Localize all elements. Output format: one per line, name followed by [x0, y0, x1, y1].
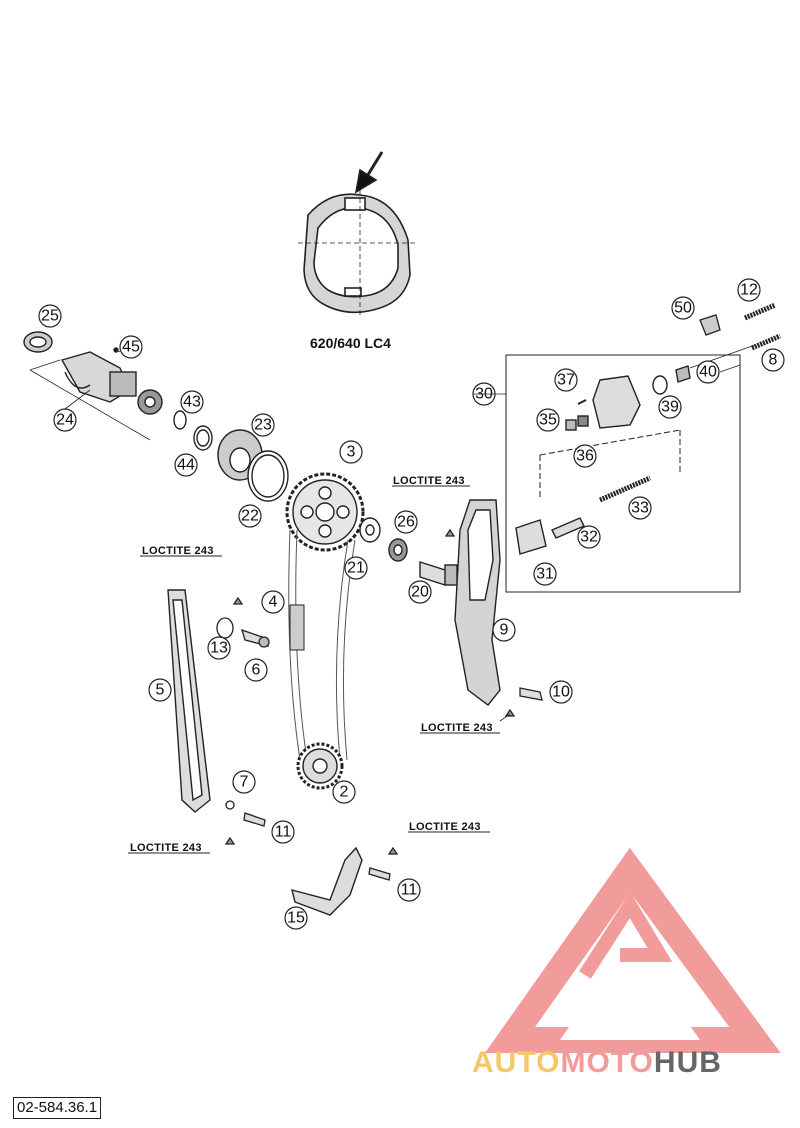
callout-40: 40 [696, 360, 720, 384]
svg-text:7: 7 [240, 774, 249, 791]
watermark-brand: AUTOMOTOHUB [472, 1046, 722, 1080]
svg-text:5: 5 [156, 682, 165, 699]
callout-13: 13 [207, 636, 231, 660]
svg-text:36: 36 [576, 448, 594, 465]
bearing-and-circlip [217, 429, 289, 502]
callout-33: 33 [628, 496, 652, 520]
svg-text:50: 50 [674, 300, 692, 317]
callout-21: 21 [344, 556, 368, 580]
head-detail-drawing [298, 151, 418, 315]
svg-text:24: 24 [56, 412, 74, 429]
timing-chain [288, 529, 356, 761]
camshaft-sprocket [285, 472, 365, 552]
callout-9: 9 [492, 618, 516, 642]
svg-text:15: 15 [287, 910, 305, 927]
tensioner-assembly-box [505, 354, 741, 593]
small-hardware [216, 528, 543, 881]
svg-text:21: 21 [347, 560, 365, 577]
callout-11-upper: 11 [271, 820, 295, 844]
loctite-label-3: LOCTITE 243 [421, 722, 493, 734]
tensioner-rail [454, 499, 501, 706]
svg-text:11: 11 [275, 824, 292, 841]
callout-44: 44 [174, 453, 198, 477]
callout-39: 39 [658, 395, 682, 419]
callout-36: 36 [573, 444, 597, 468]
loctite-labels [128, 485, 500, 854]
callout-5: 5 [148, 678, 172, 702]
callout-12: 12 [737, 278, 761, 302]
callout-7: 7 [232, 770, 256, 794]
callout-50: 50 [671, 296, 695, 320]
diagram-code: 02-584.36.1 [13, 1097, 102, 1119]
callout-45: 45 [119, 335, 143, 359]
svg-text:35: 35 [539, 412, 557, 429]
callout-6: 6 [244, 658, 268, 682]
svg-text:26: 26 [397, 514, 415, 531]
svg-text:9: 9 [500, 622, 509, 639]
callout-25: 25 [38, 304, 62, 328]
svg-text:43: 43 [183, 394, 201, 411]
part-callouts: 25 45 24 43 44 23 22 3 21 26 20 4 13 6 5… [38, 278, 785, 930]
leader-lines [64, 349, 741, 722]
callout-2: 2 [332, 780, 356, 804]
svg-text:25: 25 [41, 308, 59, 325]
callout-24: 24 [53, 408, 77, 432]
watermark-logo [484, 847, 781, 1053]
svg-text:12: 12 [740, 282, 758, 299]
brand-part-2: MOTO [560, 1046, 654, 1079]
svg-text:40: 40 [699, 364, 717, 381]
callout-10: 10 [549, 680, 573, 704]
callout-31: 31 [533, 562, 557, 586]
svg-text:37: 37 [557, 372, 575, 389]
svg-text:10: 10 [552, 684, 570, 701]
svg-text:22: 22 [241, 508, 259, 525]
callout-37: 37 [554, 368, 578, 392]
callout-22: 22 [238, 504, 262, 528]
callout-26: 26 [394, 510, 418, 534]
brand-part-3: HUB [653, 1046, 722, 1079]
loctite-label-4: LOCTITE 243 [409, 821, 481, 833]
svg-text:44: 44 [177, 457, 195, 474]
svg-text:31: 31 [536, 566, 554, 583]
svg-text:3: 3 [347, 444, 356, 461]
svg-text:4: 4 [269, 594, 278, 611]
callout-43: 43 [180, 390, 204, 414]
callout-35: 35 [536, 408, 560, 432]
loctite-label-2: LOCTITE 243 [142, 545, 214, 557]
upper-right-hardware [689, 302, 781, 369]
svg-text:13: 13 [210, 640, 228, 657]
callout-11-lower: 11 [397, 878, 421, 902]
callout-3: 3 [339, 440, 363, 464]
callout-15: 15 [284, 906, 308, 930]
svg-text:45: 45 [122, 339, 140, 356]
svg-text:11: 11 [401, 882, 418, 899]
svg-text:8: 8 [769, 352, 778, 369]
svg-text:32: 32 [580, 529, 598, 546]
callout-20: 20 [408, 580, 432, 604]
svg-text:33: 33 [631, 500, 649, 517]
svg-text:2: 2 [340, 784, 349, 801]
crank-sprocket [296, 742, 344, 790]
model-label: 620/640 LC4 [310, 335, 391, 351]
callout-23: 23 [251, 413, 275, 437]
loctite-label-1: LOCTITE 243 [393, 475, 465, 487]
loctite-label-5: LOCTITE 243 [130, 842, 202, 854]
svg-text:23: 23 [254, 417, 272, 434]
camshaft-assembly [23, 331, 213, 451]
svg-text:6: 6 [252, 662, 261, 679]
callout-8: 8 [761, 348, 785, 372]
chain-guide-rail [167, 589, 211, 813]
washer-seal-bolt [359, 517, 458, 586]
chain-guide-lower [291, 846, 363, 916]
callout-32: 32 [577, 525, 601, 549]
brand-part-1: AUTO [472, 1046, 561, 1079]
svg-text:39: 39 [661, 399, 679, 416]
svg-text:20: 20 [411, 584, 429, 601]
callout-4: 4 [261, 590, 285, 614]
